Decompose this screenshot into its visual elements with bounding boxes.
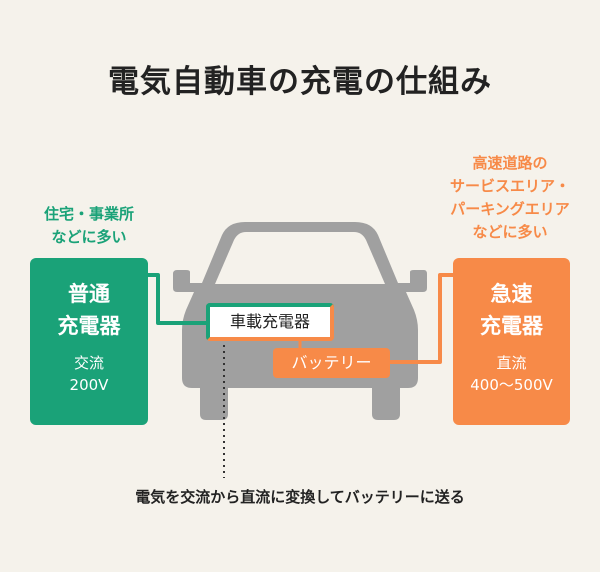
quick-charger-location-caption: 高速道路の サービスエリア・ パーキングエリア などに多い (430, 152, 590, 244)
voltage: 200V (69, 376, 109, 394)
current-type: 交流 (73, 354, 104, 372)
current-type: 直流 (496, 354, 527, 372)
normal-charger-box: 普通 充電器 交流 200V (30, 258, 148, 425)
battery-label: バッテリー (273, 348, 390, 378)
charger-name: 普通 (68, 282, 110, 306)
normal-charger-location-caption: 住宅・事業所 などに多い (20, 203, 158, 249)
quick-charger-box: 急速 充電器 直流 400～500V (453, 258, 570, 425)
charger-name: 急速 (490, 282, 533, 306)
voltage: 400～500V (470, 376, 553, 394)
caption-line: サービスエリア・ (449, 177, 570, 195)
onboard-charger-label: 車載充電器 (206, 303, 334, 341)
page-title: 電気自動車の充電の仕組み (108, 64, 492, 100)
caption-line: などに多い (51, 228, 127, 246)
charger-name: 充電器 (57, 314, 121, 338)
caption-line: パーキングエリア (450, 200, 570, 218)
charger-name: 充電器 (480, 314, 543, 338)
caption-line: 高速道路の (472, 154, 548, 172)
orange-cable (390, 273, 453, 364)
conversion-note: 電気を交流から直流に変換してバッテリーに送る (135, 488, 465, 506)
caption-line: などに多い (472, 223, 548, 241)
green-cable (148, 273, 209, 325)
caption-line: 住宅・事業所 (43, 205, 134, 223)
